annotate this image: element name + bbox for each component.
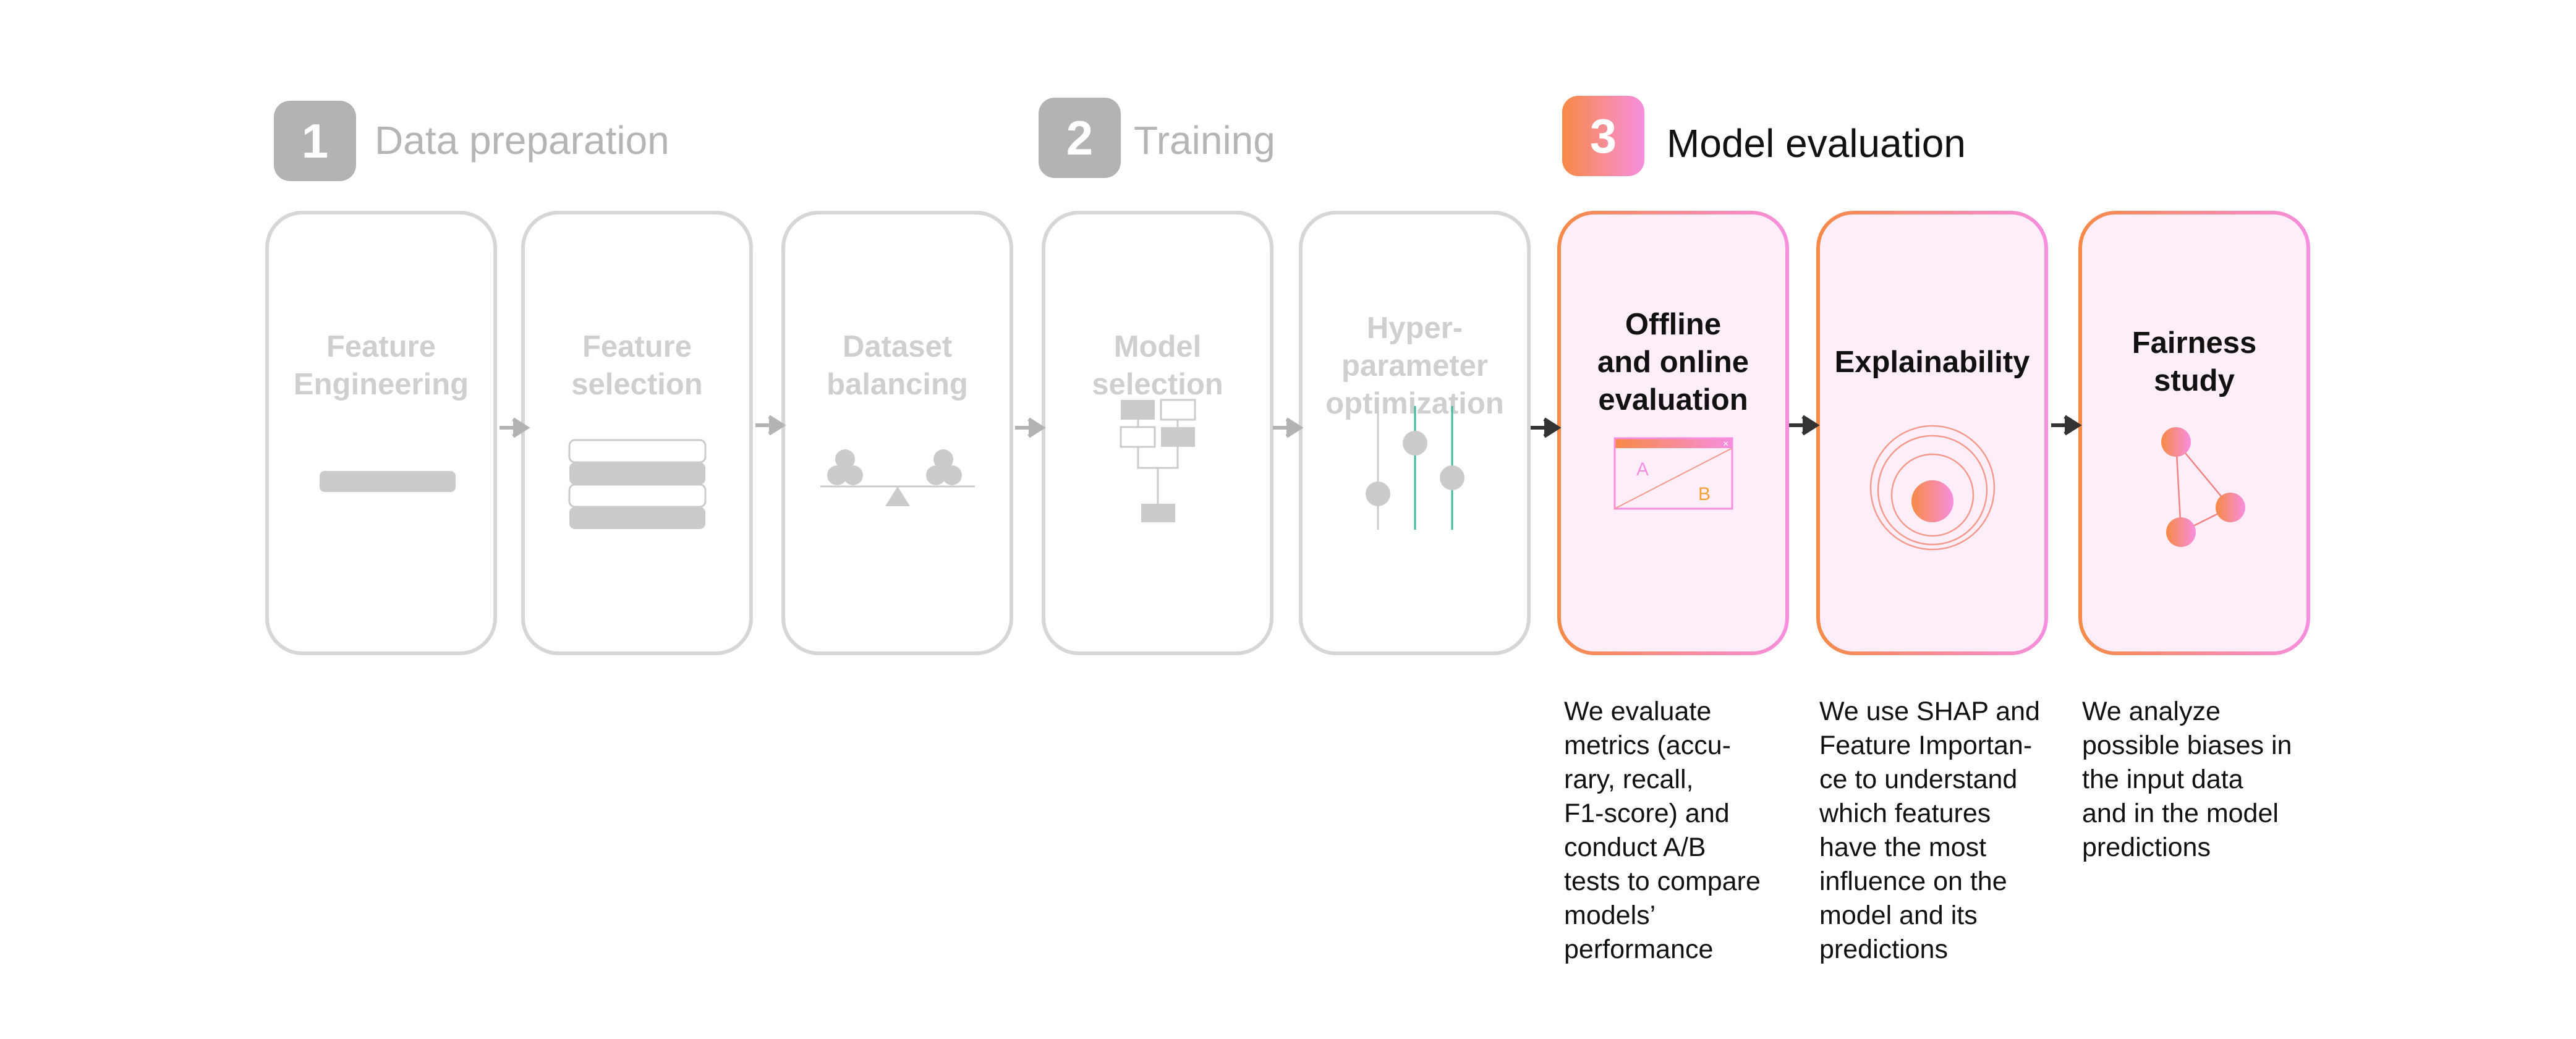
step-title: Feature Engineering [293, 330, 469, 401]
balance-scale-icon [785, 437, 1010, 610]
description-fairness-study: We analyze possible biases in the input … [2082, 697, 2292, 862]
step-title: Dataset balancing [827, 330, 968, 401]
step-card-feature-engineering: Feature Engineering [265, 211, 497, 655]
phase-1-badge: 1 [274, 101, 356, 181]
arrow-icon [2051, 415, 2082, 436]
step-card-feature-selection: Feature selection [521, 211, 753, 655]
phase-3-badge: 3 [1562, 96, 1644, 176]
phase-3-label: Model evaluation [1667, 121, 1966, 166]
tree-diagram-icon [1045, 399, 1270, 610]
sliders-icon [1303, 406, 1527, 610]
stack-icon [525, 437, 749, 610]
bar-icon [269, 437, 493, 610]
arrow-icon [1273, 417, 1304, 438]
network-graph-icon [2078, 415, 2310, 588]
phase-2-badge: 2 [1039, 98, 1121, 178]
ab-test-window-icon: × A B [1557, 433, 1789, 606]
step-title: Model selection [1092, 330, 1223, 401]
arrow-icon [1531, 417, 1562, 438]
step-card-dataset-balancing: Dataset balancing [781, 211, 1013, 655]
description-offline-online-evaluation: We evaluate metrics (accu- rary, recall,… [1564, 697, 1761, 964]
phase-1-label: Data preparation [375, 118, 670, 163]
step-card-explainability: Explainability [1816, 211, 2048, 655]
step-card-offline-online-evaluation: Offline and online evaluation × A B [1557, 211, 1789, 655]
step-card-model-selection: Model selection [1042, 211, 1273, 655]
description-explainability: We use SHAP and Feature Importan- ce to … [1819, 697, 2040, 964]
label-a: A [1636, 459, 1649, 480]
close-icon: × [1723, 439, 1728, 449]
step-title: Explainability [1834, 345, 2030, 379]
step-card-hyperparameter-optimization: Hyper- parameter optimization [1299, 211, 1531, 655]
phase-2-label: Training [1134, 118, 1275, 163]
step-card-fairness-study: Fairness study [2078, 211, 2310, 655]
step-title: Feature selection [571, 330, 703, 401]
arrow-icon [499, 417, 530, 438]
concentric-circles-icon [1816, 421, 2048, 594]
label-b: B [1698, 484, 1711, 504]
step-title: Offline and online evaluation [1597, 307, 1749, 417]
arrow-icon [1789, 415, 1820, 436]
arrow-icon [755, 415, 786, 436]
arrow-icon [1015, 417, 1046, 438]
step-title: Fairness study [2132, 326, 2257, 397]
